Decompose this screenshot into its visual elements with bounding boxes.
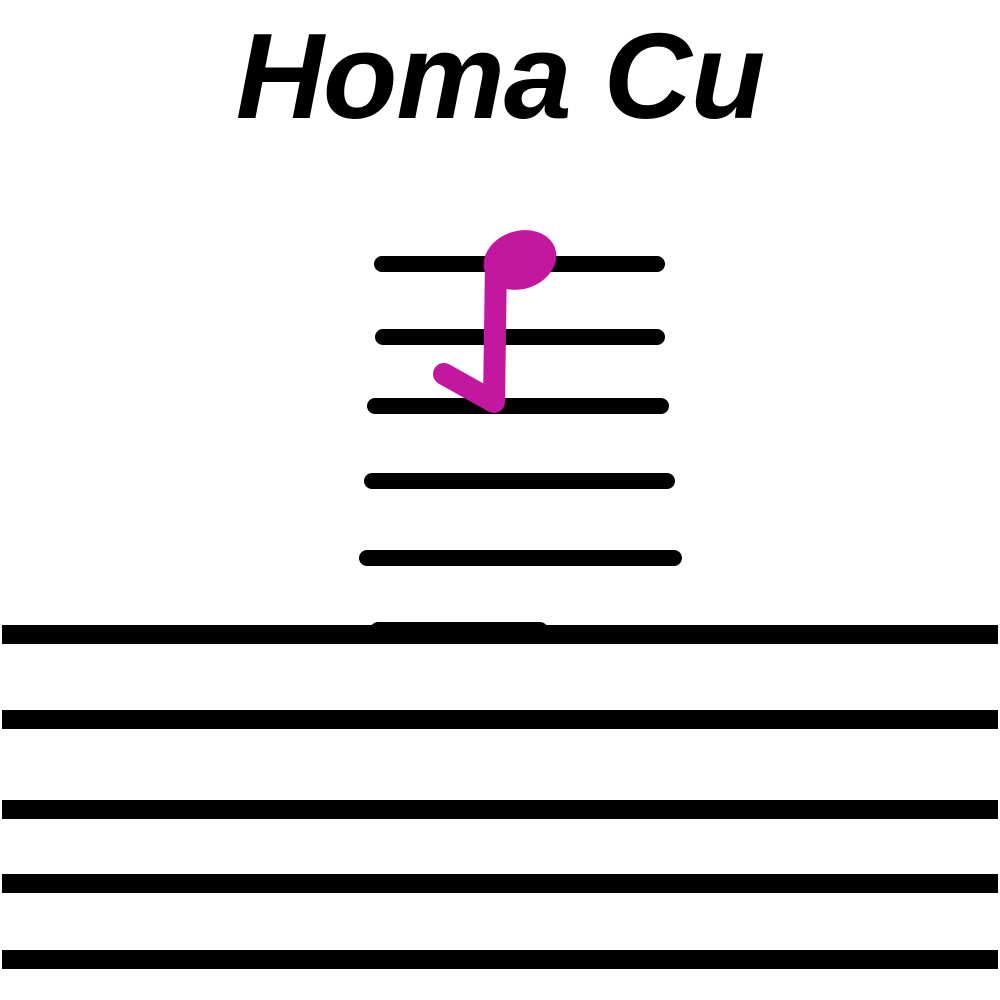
ledger-lines [359,256,682,638]
page-title: Нота Си [235,8,765,144]
staff-line [2,800,998,819]
staff-line [2,625,998,644]
staff-line [2,710,998,729]
note-icon [433,230,557,413]
staff-line [2,950,998,969]
note-stem [433,251,507,413]
staff [2,625,998,969]
staff-line [2,874,998,893]
